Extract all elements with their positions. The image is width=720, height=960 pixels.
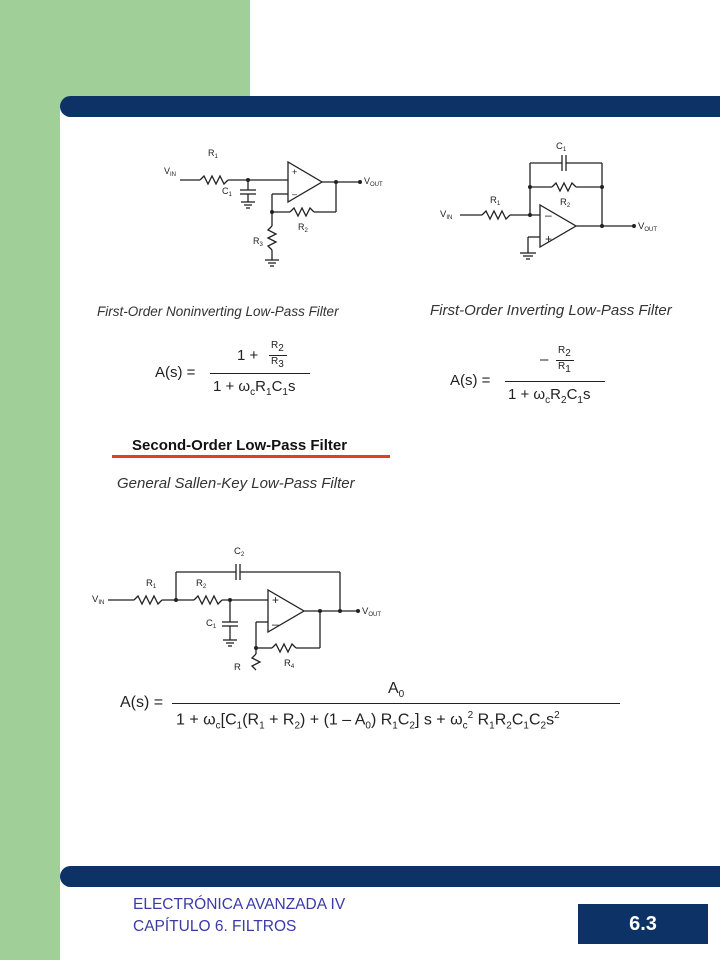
opamp-minus-3: – — [272, 617, 279, 631]
top-rule — [60, 96, 720, 117]
equation-sallen-key: A(s) = A0 1 + ωc[C1(R1 + R2) + (1 – A0) … — [120, 680, 640, 740]
footer-line-2: CAPÍTULO 6. FILTROS — [133, 918, 297, 935]
r1-label-2: R1 — [490, 195, 501, 207]
r-partial-label-3: R — [234, 662, 241, 672]
section-title-second-order: Second-Order Low-Pass Filter — [132, 437, 348, 454]
footer-line-1: ELECTRÓNICA AVANZADA IV — [133, 896, 346, 913]
eq2-lhs: A(s) = — [450, 372, 491, 389]
eq1-lhs: A(s) = — [155, 364, 196, 381]
vin-label-2: VIN — [440, 209, 452, 221]
green-side-panel — [0, 0, 60, 960]
eq3-lhs: A(s) = — [120, 694, 164, 711]
eq1-num-one: 1 + — [237, 347, 259, 364]
vout-label-2: VOUT — [638, 221, 657, 233]
page-number-badge: 6.3 — [578, 904, 708, 944]
equation-noninverting: A(s) = 1 + R2 R3 1 + ωcR1C1s — [155, 340, 355, 400]
vin-label-3: VIN — [92, 594, 104, 606]
r2-label-1: R2 — [298, 222, 309, 234]
r1-label-1: R1 — [208, 148, 219, 160]
vout-label-3: VOUT — [362, 606, 381, 618]
sallen-key-circuit: VIN R1 R2 C2 C1 + – VOUT R4 R — [92, 546, 381, 672]
caption-first-noninverting: First-Order Noninverting Low-Pass Filter — [97, 304, 339, 319]
vout-label-1: VOUT — [364, 176, 383, 188]
accent-underline — [112, 455, 390, 458]
footer-course-title: ELECTRÓNICA AVANZADA IV CAPÍTULO 6. FILT… — [133, 894, 345, 938]
equation-inverting: A(s) = – R2 R1 1 + ωcR2C1s — [450, 345, 650, 406]
r4-label-3: R4 — [284, 658, 295, 670]
r3-label-1: R3 — [253, 236, 264, 248]
opamp-plus-2: + — [545, 232, 552, 246]
caption-first-inverting: First-Order Inverting Low-Pass Filter — [430, 302, 672, 319]
opamp-plus-1: + — [292, 167, 297, 177]
eq2-minus: – — [540, 351, 549, 368]
c1-label-1: C1 — [222, 186, 233, 198]
opamp-plus-3: + — [272, 593, 279, 607]
green-top-panel — [60, 0, 250, 108]
c2-label-3: C2 — [234, 546, 245, 558]
caption-sallen-key: General Sallen-Key Low-Pass Filter — [117, 475, 355, 492]
r2-label-2: R2 — [560, 197, 571, 209]
inverting-filter-circuit: VIN R1 C1 R2 – + VOUT — [440, 141, 657, 260]
bottom-rule — [60, 866, 720, 887]
opamp-minus-2: – — [545, 208, 552, 222]
c1-label-3: C1 — [206, 618, 217, 630]
noninverting-filter-circuit: VIN R1 C1 + – VOUT R2 R3 — [164, 148, 383, 267]
c1-label-2: C1 — [556, 141, 567, 153]
r2-label-3: R2 — [196, 578, 207, 590]
vin-label-1: VIN — [164, 166, 176, 178]
r1-label-3: R1 — [146, 578, 157, 590]
opamp-minus-1: – — [292, 189, 297, 199]
content-corner — [60, 117, 100, 866]
